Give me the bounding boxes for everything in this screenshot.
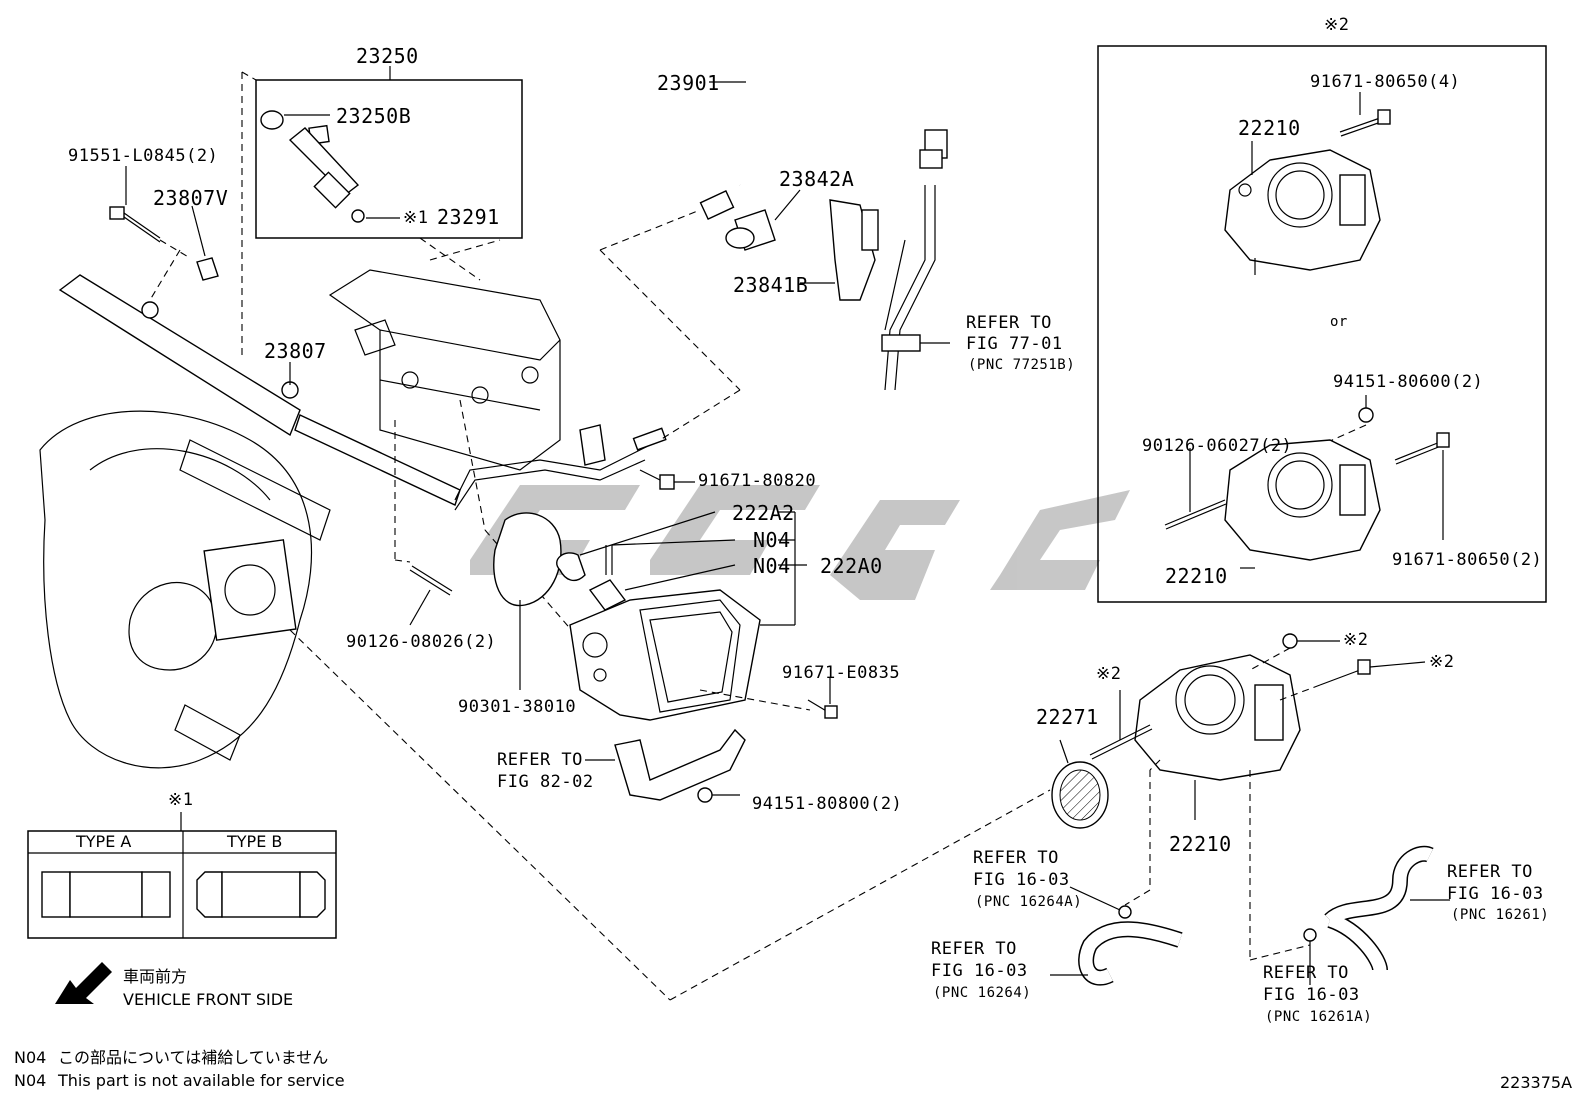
fuel-rail xyxy=(58,274,461,506)
bracket-fig-82 xyxy=(614,728,746,801)
cylinder-head xyxy=(328,269,561,471)
hose-23901 xyxy=(699,34,948,221)
type-table xyxy=(27,812,337,939)
bolt-91671-80650-bottom xyxy=(1394,432,1450,465)
label-91671-80820: 91671-80820 xyxy=(698,471,817,491)
label-22271: 22271 xyxy=(1036,705,1099,729)
label-23841b: 23841B xyxy=(733,273,809,297)
note-code-2: N04 xyxy=(14,1071,47,1090)
label-94151-80800: 94151-80800(2) xyxy=(752,794,903,814)
label-222a0: 222A0 xyxy=(820,554,883,578)
spacer-23807v xyxy=(196,257,219,281)
stud-90126-08026 xyxy=(409,565,453,596)
refer-16c-line2: FIG 16-03 xyxy=(1447,884,1544,904)
nut-top-right xyxy=(1282,633,1298,649)
label-94151-80600: 94151-80600(2) xyxy=(1333,372,1484,392)
refer-16c-line3: (PNC 16261) xyxy=(1451,907,1550,923)
vacuum-hose xyxy=(894,185,936,391)
stud-90126-06027 xyxy=(1164,499,1227,530)
throttle-body-bottom xyxy=(1224,439,1381,561)
bolt-91671-80820 xyxy=(639,469,675,490)
refer-16c-line1: REFER TO xyxy=(1447,862,1533,882)
refer-16d-line2: FIG 16-03 xyxy=(1263,985,1360,1005)
label-23807: 23807 xyxy=(264,339,327,363)
label-23250b: 23250B xyxy=(336,104,412,128)
label-90126-08026: 90126-08026(2) xyxy=(346,632,497,652)
label-nut-mark: ※2 xyxy=(1343,630,1369,650)
bolt-91671-e0835 xyxy=(807,699,838,719)
refer-82-line1: REFER TO xyxy=(497,750,583,770)
label-23291: 23291 xyxy=(437,205,500,229)
label-22210-main: 22210 xyxy=(1169,832,1232,856)
refer-16a-line1: REFER TO xyxy=(973,848,1059,868)
refer-77-line3: (PNC 77251B) xyxy=(968,357,1076,373)
refer-16a-line3: (PNC 16264A) xyxy=(975,894,1083,910)
label-23842a: 23842A xyxy=(779,167,855,191)
label-23901: 23901 xyxy=(657,71,720,95)
label-90301: 90301-38010 xyxy=(458,697,577,717)
refer-16a-line2: FIG 16-03 xyxy=(973,870,1070,890)
note-code-1: N04 xyxy=(14,1048,47,1067)
refer-16b-line3: (PNC 16264) xyxy=(933,985,1032,1001)
label-90126-06027: 90126-06027(2) xyxy=(1142,436,1293,456)
label-91671-80650-4: 91671-80650(4) xyxy=(1310,72,1461,92)
refer-16b-line2: FIG 16-03 xyxy=(931,961,1028,981)
diagram-code: 223375A xyxy=(1500,1073,1573,1092)
label-22271-mark: ※2 xyxy=(1096,664,1122,684)
bracket-23841b xyxy=(829,199,879,301)
label-or: or xyxy=(1330,314,1348,330)
refer-82-line2: FIG 82-02 xyxy=(497,772,594,792)
nut-94151-80600 xyxy=(1358,407,1374,423)
vehicle-front-jp: 車両前方 xyxy=(123,967,188,986)
hose-16264 xyxy=(1078,921,1183,986)
alt-throttle-inset xyxy=(1097,45,1547,603)
nut-94151-80800 xyxy=(697,787,713,803)
inset-mark: ※2 xyxy=(1324,15,1350,35)
refer-16d-line1: REFER TO xyxy=(1263,963,1349,983)
intake-manifold xyxy=(39,410,331,769)
watermark-logo xyxy=(470,485,1130,600)
label-23250: 23250 xyxy=(356,44,419,68)
refer-16b-line1: REFER TO xyxy=(931,939,1017,959)
o-ring xyxy=(260,110,284,130)
label-23807v: 23807V xyxy=(153,186,229,210)
label-n04-a: N04 xyxy=(753,528,791,552)
label-222a2: 222A2 xyxy=(732,501,795,525)
throttle-body-top xyxy=(1224,149,1381,271)
type-b-header: TYPE B xyxy=(227,832,283,851)
type-a-header: TYPE A xyxy=(76,832,132,851)
label-23291-mark: ※1 xyxy=(403,208,429,228)
refer-77-line2: FIG 77-01 xyxy=(966,334,1063,354)
vehicle-front-en: VEHICLE FRONT SIDE xyxy=(123,990,294,1009)
injector-box xyxy=(255,79,523,239)
refer-16d-line3: (PNC 16261A) xyxy=(1265,1009,1373,1025)
fuel-injector xyxy=(288,124,365,223)
label-n04-b: N04 xyxy=(753,554,791,578)
hose-16261 xyxy=(1324,845,1434,972)
clip-222a2 xyxy=(556,552,586,582)
label-91671-e0835: 91671-E0835 xyxy=(782,663,901,683)
bolt-91671-80650-top xyxy=(1339,109,1391,137)
vsv-23842a xyxy=(725,209,776,251)
label-22210-bottom: 22210 xyxy=(1165,564,1228,588)
label-stud-mark: ※2 xyxy=(1429,652,1455,672)
note-text-2: This part is not available for service xyxy=(58,1071,345,1090)
bolt-91551 xyxy=(109,206,161,243)
throttle-body-222a0 xyxy=(569,589,761,721)
vehicle-front-arrow xyxy=(55,962,112,1004)
refer-77-line1: REFER TO xyxy=(966,313,1052,333)
type-table-mark: ※1 xyxy=(168,790,194,810)
label-91671-80650-2: 91671-80650(2) xyxy=(1392,550,1543,570)
bolt-top-right xyxy=(1319,659,1371,686)
note-text-1: この部品については補給していません xyxy=(58,1048,329,1067)
throttle-body-22210 xyxy=(1134,654,1301,781)
label-91551: 91551-L0845(2) xyxy=(68,146,219,166)
label-22210-top: 22210 xyxy=(1238,116,1301,140)
screen-22271 xyxy=(1051,761,1109,829)
gasket-90301 xyxy=(493,512,562,607)
